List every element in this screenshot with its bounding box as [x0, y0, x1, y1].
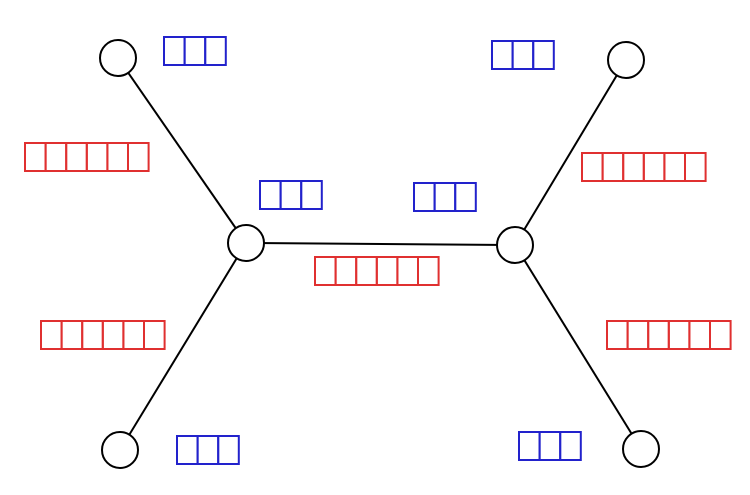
node-label-bottom-left-cell: [217, 435, 240, 465]
node-label-right-hub-cell: [433, 182, 457, 212]
node-label-bottom-left-cell: [196, 435, 220, 465]
edge-label-left-hub-top-left-cell: [127, 142, 150, 172]
edge-label-right-hub-top-right-cell: [622, 152, 645, 182]
edge-label-right-hub-top-right-cell: [601, 152, 625, 182]
edge-label-left-hub-right-hub-cell: [375, 256, 399, 286]
edge-label-left-hub-top-left: [24, 142, 150, 172]
edge-left-hub-right-hub: [245, 242, 516, 246]
node-bottom-left: [101, 431, 139, 469]
node-label-top-right-cell: [511, 40, 535, 70]
edge-right-hub-top-right: [514, 59, 627, 246]
edge-label-left-hub-bottom-left-cell: [122, 320, 146, 350]
edge-label-right-hub-bottom-right: [606, 320, 732, 350]
edge-label-right-hub-bottom-right-cell: [667, 320, 691, 350]
node-label-bottom-right-cell: [518, 431, 541, 461]
node-bottom-right: [622, 430, 660, 468]
node-label-top-right-cell: [491, 40, 514, 70]
node-label-bottom-right-cell: [538, 431, 562, 461]
node-label-top-left-cell: [204, 36, 227, 66]
node-top-left: [99, 39, 137, 77]
edge-label-left-hub-top-left-cell: [85, 142, 109, 172]
node-label-top-left-cell: [163, 36, 186, 66]
node-label-top-left: [163, 36, 227, 66]
edge-label-right-hub-bottom-right-cell: [647, 320, 670, 350]
edge-label-left-hub-right-hub-cell: [355, 256, 378, 286]
node-label-right-hub-cell: [413, 182, 436, 212]
edge-label-left-hub-bottom-left: [40, 320, 166, 350]
edge-label-left-hub-bottom-left-cell: [101, 320, 125, 350]
edge-label-left-hub-bottom-left-cell: [60, 320, 84, 350]
edges-layer: [117, 57, 642, 451]
node-left-hub: [227, 224, 265, 262]
edge-label-left-hub-right-hub-cell: [417, 256, 440, 286]
edge-left-hub-top-left: [117, 57, 247, 244]
node-label-right-hub-cell: [454, 182, 477, 212]
node-label-left-hub-cell: [300, 180, 323, 210]
edge-label-left-hub-top-left-cell: [65, 142, 88, 172]
node-label-top-left-cell: [183, 36, 207, 66]
node-label-bottom-right: [518, 431, 582, 461]
edge-label-left-hub-right-hub-cell: [314, 256, 337, 286]
edge-label-right-hub-top-right-cell: [642, 152, 666, 182]
node-label-bottom-right-cell: [559, 431, 582, 461]
edge-label-right-hub-top-right-cell: [684, 152, 707, 182]
edge-label-left-hub-right-hub-cell: [396, 256, 419, 286]
edge-label-right-hub-top-right-cell: [663, 152, 687, 182]
edge-label-left-hub-right-hub: [314, 256, 440, 286]
node-label-top-right: [491, 40, 555, 70]
edge-label-left-hub-right-hub-cell: [334, 256, 358, 286]
edge-label-right-hub-top-right: [581, 152, 707, 182]
node-label-bottom-left: [176, 435, 240, 465]
nodes-layer: [99, 39, 660, 469]
node-top-right: [607, 41, 645, 79]
node-label-left-hub: [259, 180, 323, 210]
edge-label-left-hub-bottom-left-cell: [40, 320, 63, 350]
node-label-bottom-left-cell: [176, 435, 199, 465]
node-label-right-hub: [413, 182, 477, 212]
edge-right-hub-bottom-right: [514, 244, 642, 450]
edge-label-right-hub-bottom-right-cell: [688, 320, 712, 350]
edge-label-right-hub-bottom-right-cell: [606, 320, 629, 350]
edge-label-left-hub-bottom-left-cell: [143, 320, 166, 350]
node-label-top-right-cell: [532, 40, 555, 70]
edge-label-left-hub-top-left-cell: [24, 142, 47, 172]
edge-label-left-hub-top-left-cell: [106, 142, 130, 172]
edge-left-hub-bottom-left: [119, 242, 247, 451]
edge-label-right-hub-bottom-right-cell: [709, 320, 732, 350]
node-right-hub: [496, 226, 534, 264]
edge-label-right-hub-top-right-cell: [581, 152, 604, 182]
edge-label-right-hub-bottom-right-cell: [626, 320, 650, 350]
labels-layer: [24, 36, 732, 465]
edge-label-left-hub-bottom-left-cell: [81, 320, 104, 350]
node-label-left-hub-cell: [259, 180, 282, 210]
edge-label-left-hub-top-left-cell: [44, 142, 68, 172]
node-label-left-hub-cell: [279, 180, 303, 210]
